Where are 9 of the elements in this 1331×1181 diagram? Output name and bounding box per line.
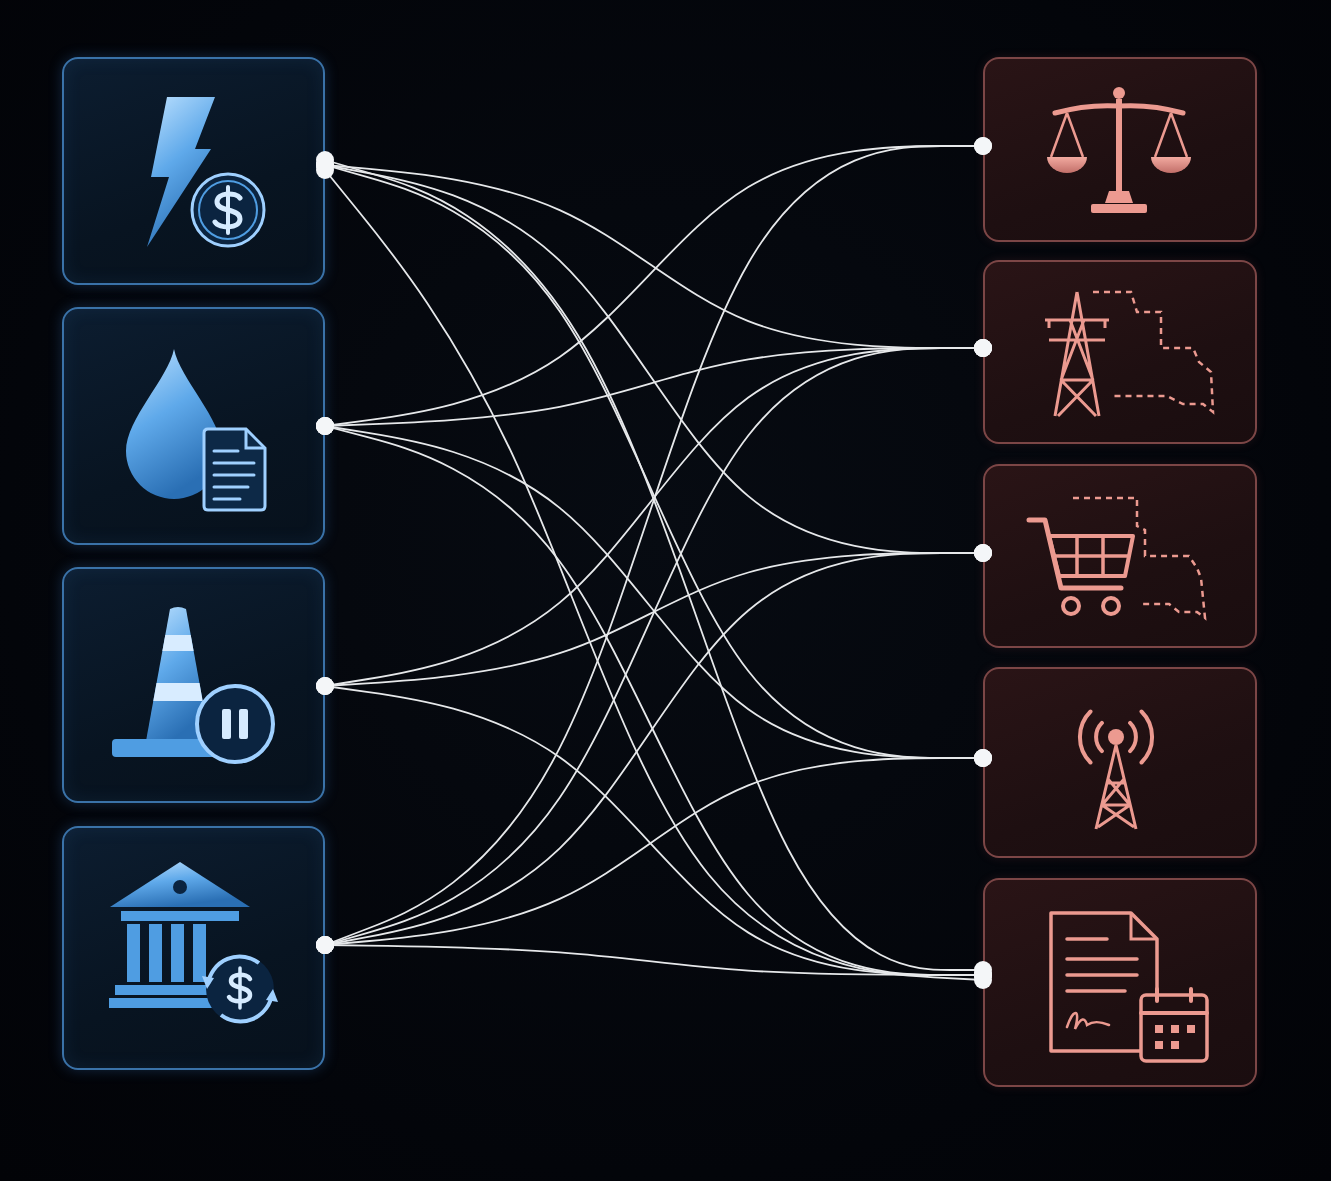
icon-tile <box>62 826 325 1070</box>
icon-tile <box>62 307 325 545</box>
icon-tile <box>983 464 1257 648</box>
icon-tile <box>62 567 325 803</box>
icon-tile <box>983 667 1257 858</box>
icon-tile <box>983 57 1257 242</box>
icon-tile <box>983 878 1257 1087</box>
icon-tile <box>62 57 325 285</box>
icon-tile <box>983 260 1257 444</box>
